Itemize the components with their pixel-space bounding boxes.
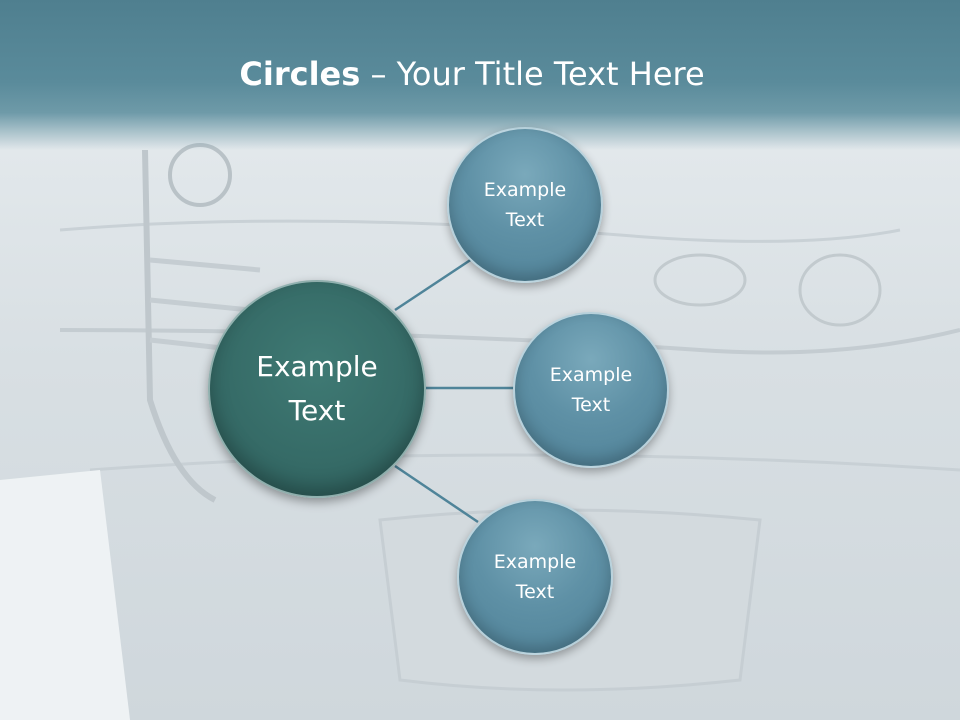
outer-circle-middle-label-line2: Text	[571, 394, 611, 416]
outer-circle-middle-label-line1: Example	[549, 364, 633, 386]
center-circle[interactable]: Example Text	[208, 280, 426, 498]
outer-circle-top-label-line1: Example	[483, 179, 567, 201]
outer-circle-bottom-label-line2: Text	[515, 581, 555, 603]
outer-circle-bottom-label-line1: Example	[493, 551, 577, 573]
connector-line-3	[394, 464, 479, 524]
outer-circle-middle[interactable]: Example Text	[513, 312, 669, 468]
connector-line-1	[394, 253, 479, 312]
center-circle-label-line2: Text	[288, 394, 346, 427]
title-bold-part: Circles	[239, 55, 361, 93]
outer-circle-top-label-line2: Text	[505, 209, 545, 231]
slide-title[interactable]: Circles – Your Title Text Here	[0, 52, 944, 96]
title-rest-part: – Your Title Text Here	[360, 55, 705, 93]
center-circle-label-line1: Example	[256, 350, 378, 383]
title-bar	[0, 0, 960, 150]
outer-circle-bottom[interactable]: Example Text	[457, 499, 613, 655]
outer-circle-top[interactable]: Example Text	[447, 127, 603, 283]
